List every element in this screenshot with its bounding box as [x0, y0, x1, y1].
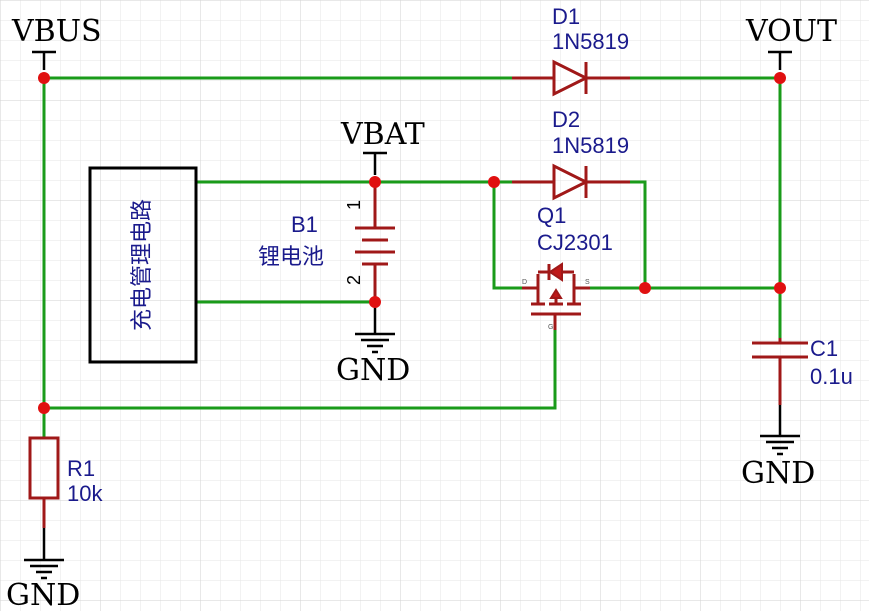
- mosfet-q1: D S G Q1 CJ2301: [522, 203, 613, 331]
- diode-d1: D1 1N5819: [512, 4, 630, 97]
- b1-value: 锂电池: [258, 245, 324, 270]
- vbus-label: VBUS: [11, 14, 102, 49]
- junction-d2-anode: [488, 176, 500, 188]
- q1-value: CJ2301: [537, 230, 613, 255]
- wires: [42, 76, 782, 440]
- resistor-r1: R1 10k: [28, 436, 103, 528]
- vbat-label: VBAT: [340, 117, 425, 152]
- wire-gate: [42, 328, 557, 410]
- wire-drain-loop: [492, 180, 524, 290]
- junction-vbat: [369, 176, 381, 188]
- vbat-power-symbol: VBAT: [340, 117, 425, 175]
- b1-pin1: 1: [344, 200, 364, 210]
- c1-value: 0.1u: [810, 364, 853, 389]
- gnd-symbol-capacitor: GND: [741, 405, 815, 491]
- gnd-symbol-battery: GND: [336, 302, 410, 388]
- charger-label: 充电管理电路: [130, 199, 155, 331]
- gnd-symbol-resistor: GND: [6, 528, 80, 611]
- junction-vbus-top: [38, 72, 50, 84]
- junction-q1-source: [639, 282, 651, 294]
- c1-ref: C1: [810, 336, 838, 361]
- d2-value: 1N5819: [552, 133, 629, 158]
- battery-b1: 1 2 B1 锂电池: [258, 182, 395, 302]
- gnd-label-battery: GND: [336, 353, 410, 388]
- q1-ref: Q1: [537, 203, 566, 228]
- b1-pin2: 2: [344, 275, 364, 285]
- gnd-label-capacitor: GND: [741, 456, 815, 491]
- b1-ref: B1: [291, 212, 318, 237]
- junction-bat-neg: [369, 296, 381, 308]
- vout-label: VOUT: [745, 14, 837, 49]
- capacitor-c1: C1 0.1u: [752, 336, 853, 405]
- vout-power-symbol: VOUT: [745, 14, 837, 70]
- wire-d2-out: [628, 180, 647, 290]
- r1-ref: R1: [67, 456, 95, 481]
- d1-value: 1N5819: [552, 29, 629, 54]
- charger-box: [88, 166, 198, 364]
- vbus-power-symbol: VBUS: [11, 14, 102, 70]
- junction-vbus-gate: [38, 402, 50, 414]
- gnd-label-resistor: GND: [6, 578, 80, 611]
- diode-d2: D2 1N5819: [512, 107, 630, 201]
- r1-value: 10k: [67, 481, 103, 506]
- q1-pin-drain: D: [522, 279, 527, 286]
- q1-pin-gate: G: [548, 324, 553, 331]
- charger-block: 充电管理电路: [88, 166, 198, 364]
- d2-ref: D2: [552, 107, 580, 132]
- junctions: [38, 72, 786, 414]
- junction-vout-mid: [774, 282, 786, 294]
- junction-vout-top: [774, 72, 786, 84]
- d1-ref: D1: [552, 4, 580, 29]
- q1-pin-source: S: [585, 279, 590, 286]
